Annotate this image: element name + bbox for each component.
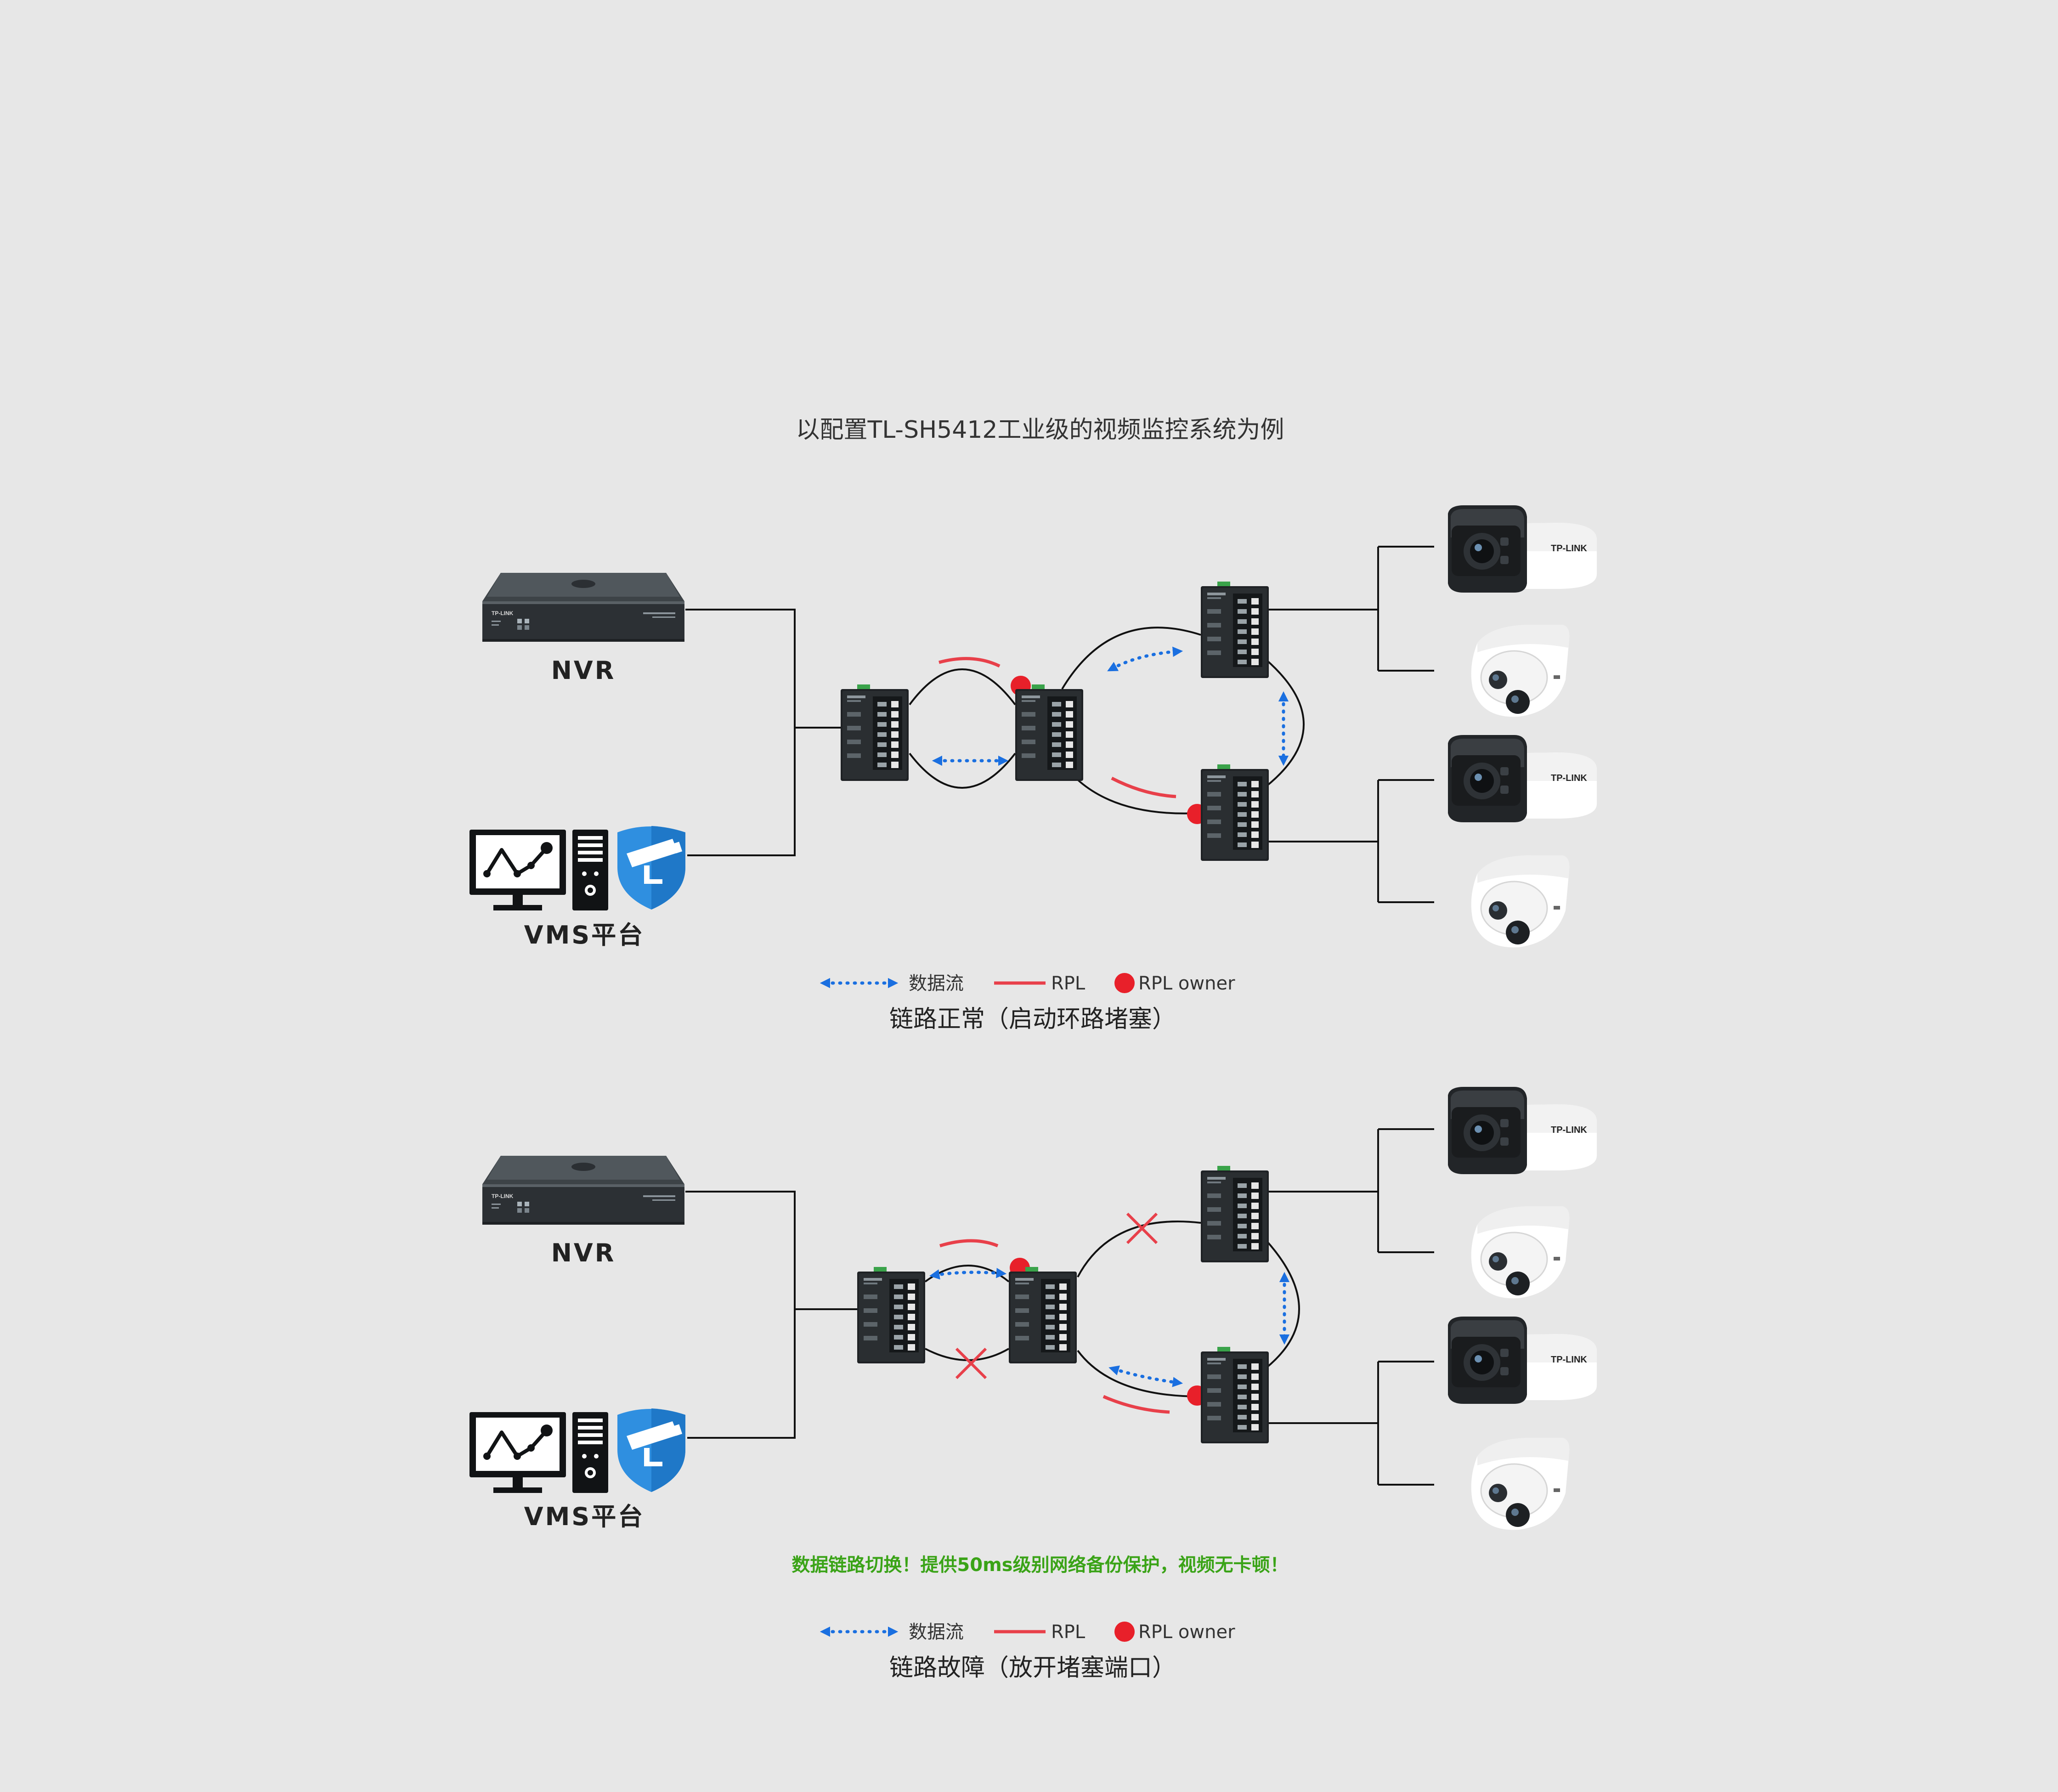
dome-camera-icon — [1470, 1205, 1570, 1299]
diagram-title: 以配置TL-SH5412工业级的视频监控系统为例 — [796, 416, 1284, 444]
nvr-icon — [482, 1156, 684, 1225]
legend-rpl-owner-label: RPL owner — [1138, 973, 1235, 994]
camera-brand-label: TP-LINK — [1551, 773, 1587, 783]
camera-brand-label: TP-LINK — [1551, 1355, 1587, 1365]
rpl-segments — [939, 657, 1176, 798]
legend-rpl-owner-swatch — [1114, 1622, 1135, 1642]
nvr-label: NVR — [551, 656, 616, 685]
bullet-camera-icon: TP-LINK — [1448, 505, 1597, 593]
monitor-icon — [469, 1412, 566, 1493]
monitor-icon — [469, 830, 566, 910]
legend-rpl-owner-label: RPL owner — [1138, 1622, 1235, 1643]
nvr-label: NVR — [551, 1238, 616, 1267]
legend-rpl-label: RPL — [1051, 973, 1086, 994]
panel-fault: NVR VMS平台 TP-LINK TP-LINK 数据链路切换！提供50ms级… — [469, 1087, 1597, 1682]
nvr-icon — [482, 573, 684, 642]
rpl-segments — [939, 1239, 1170, 1414]
legend-rpl-label: RPL — [1051, 1622, 1086, 1643]
data-flow-arrows — [932, 646, 1289, 766]
shield-camera-icon — [617, 1408, 685, 1492]
switch-icon — [841, 684, 909, 781]
fault-cross-icon — [956, 1349, 986, 1378]
camera-brand-label: TP-LINK — [1551, 1125, 1587, 1135]
shield-camera-icon — [617, 826, 685, 910]
caption-normal: 链路正常（启动环路堵塞） — [889, 1006, 1176, 1033]
legend-data-flow-label: 数据流 — [909, 973, 964, 994]
pc-tower-icon — [572, 1412, 608, 1493]
switch-icon — [1015, 684, 1083, 781]
dome-camera-icon — [1470, 854, 1570, 948]
pc-tower-icon — [572, 830, 608, 910]
switch-icon — [857, 1267, 925, 1363]
bullet-camera-icon: TP-LINK — [1448, 1317, 1597, 1404]
switch-icon — [1201, 1347, 1269, 1443]
dome-camera-icon — [1470, 624, 1570, 718]
panel-normal: NVR VMS平台 TP-LINK TP-LINK 数据流 RPL RPL ow… — [469, 505, 1597, 1033]
vms-label: VMS平台 — [524, 1502, 645, 1531]
legend: 数据流 RPL RPL owner — [820, 1622, 1235, 1643]
legend: 数据流 RPL RPL owner — [820, 973, 1235, 994]
wiring — [685, 1128, 1434, 1486]
switch-icon — [1201, 582, 1269, 678]
failover-note: 数据链路切换！提供50ms级别网络备份保护，视频无卡顿！ — [792, 1555, 1288, 1576]
legend-data-flow-label: 数据流 — [909, 1622, 964, 1643]
vms-label: VMS平台 — [524, 921, 645, 950]
bullet-camera-icon: TP-LINK — [1448, 1087, 1597, 1174]
caption-fault: 链路故障（放开堵塞端口） — [889, 1654, 1176, 1682]
legend-rpl-owner-swatch — [1114, 973, 1135, 993]
switch-icon — [1009, 1267, 1077, 1363]
bullet-camera-icon: TP-LINK — [1448, 735, 1597, 822]
data-flow-arrows — [929, 1267, 1290, 1387]
dome-camera-icon — [1470, 1437, 1570, 1531]
switch-icon — [1201, 764, 1269, 861]
switch-icon — [1201, 1166, 1269, 1262]
camera-brand-label: TP-LINK — [1551, 543, 1587, 554]
